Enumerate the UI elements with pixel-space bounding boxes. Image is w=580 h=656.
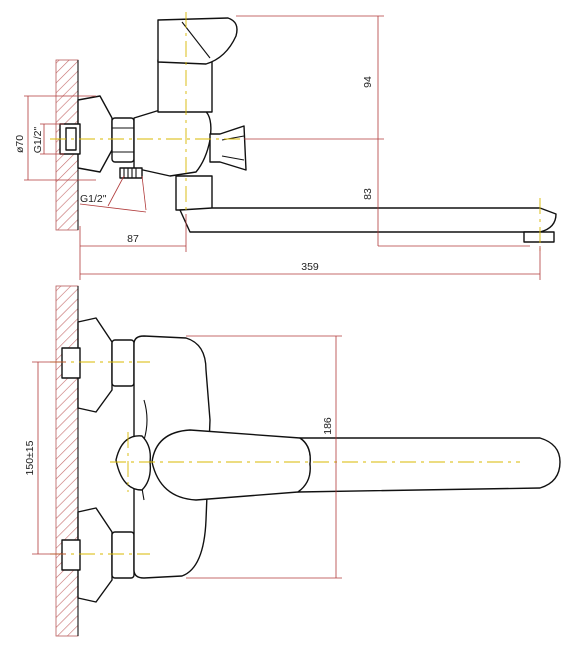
- diverter-knob: [209, 125, 247, 171]
- upper-inlet: [61, 347, 81, 379]
- spout-front: [297, 437, 561, 493]
- mixer-body-side: [133, 107, 212, 177]
- spout-side: [179, 207, 557, 233]
- dim-87: 87: [127, 233, 139, 245]
- front-view: [50, 285, 561, 637]
- dim-94: 94: [362, 76, 374, 88]
- side-view: [50, 12, 557, 252]
- lower-inlet: [61, 539, 81, 571]
- dim-inlet-thread: G1/2": [32, 126, 44, 153]
- front-view-dimensions: 150±15 186: [24, 335, 342, 579]
- dim-83: 83: [362, 188, 374, 200]
- aerator: [523, 231, 555, 243]
- shower-outlet: [119, 167, 143, 179]
- wall-flange: [77, 95, 113, 173]
- side-view-dimensions: 94 83 ø70 G1/2" G1/2" 87 359: [14, 15, 541, 280]
- dim-diverter-thread: G1/2": [80, 193, 107, 205]
- dim-186: 186: [322, 417, 334, 435]
- upper-nut: [111, 339, 135, 387]
- dim-outlet-diameter: ø70: [14, 135, 26, 153]
- cartridge-housing: [157, 59, 213, 113]
- lower-flange: [77, 507, 113, 603]
- spout-swivel: [175, 175, 213, 211]
- wall-hatch-bottom: [55, 285, 79, 637]
- lower-nut: [111, 531, 135, 579]
- lever-front: [151, 429, 311, 501]
- dim-359: 359: [301, 261, 319, 273]
- upper-flange: [77, 317, 113, 413]
- diverter-front: [115, 435, 152, 491]
- dim-center-distance: 150±15: [24, 440, 36, 475]
- lever-handle-side: [157, 17, 238, 65]
- union-nut: [111, 117, 135, 163]
